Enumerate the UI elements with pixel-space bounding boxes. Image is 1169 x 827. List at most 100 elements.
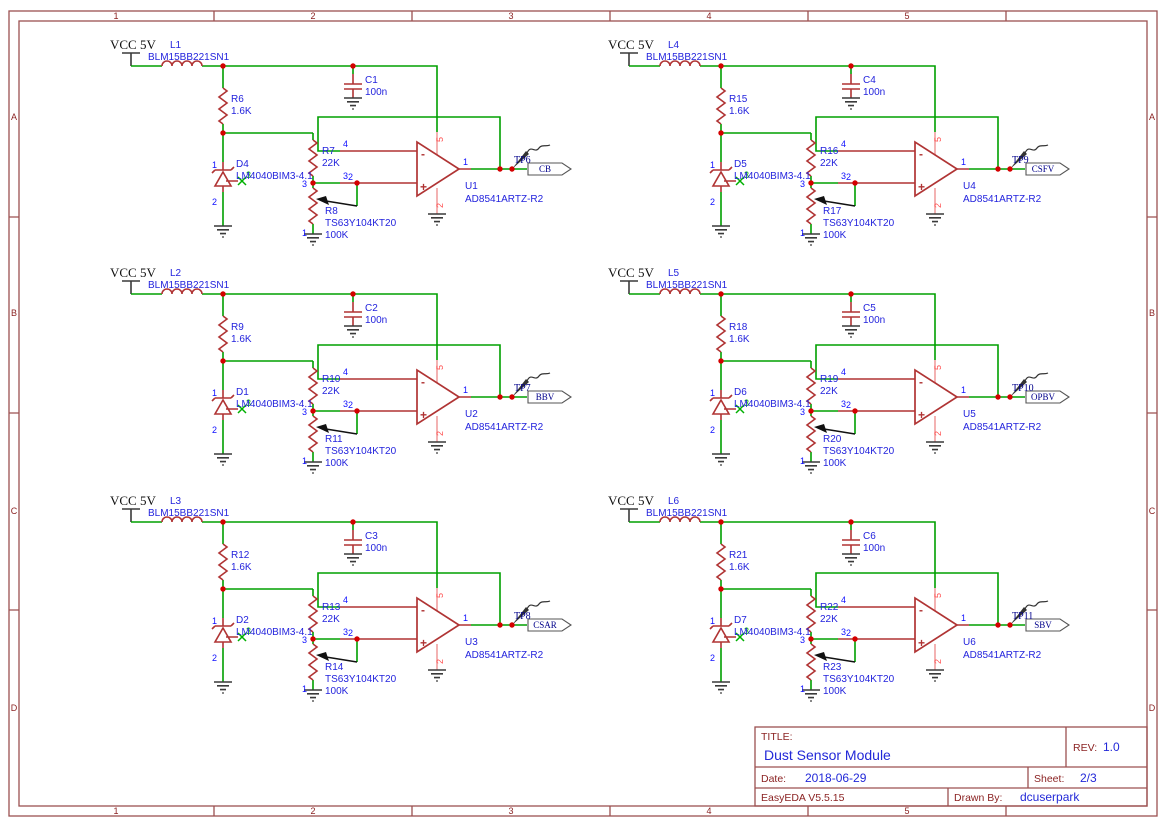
opamp-part-label: AD8541ARTZ-R2: [963, 194, 1042, 205]
opamp-ref-label: U5: [963, 409, 976, 420]
opamp-ref-label: U4: [963, 181, 976, 192]
sheet-frame: 1 2 3 4 5 1 2 3 4 5 A B C D A B C D: [8, 10, 1158, 817]
diode-ref-label: D5: [734, 159, 747, 170]
circuit-block-1[interactable]: L1 BLM15BB221SN1 R6 1.6K D4 LM4040BIM3-4…: [110, 37, 571, 245]
resistor1-value-label: 1.6K: [729, 106, 750, 117]
resistor1-value-label: 1.6K: [729, 562, 750, 573]
frame-col-label: 3: [508, 806, 513, 816]
testpoint-label: TP7: [514, 383, 531, 394]
resistor1-value-label: 1.6K: [231, 562, 252, 573]
diode-ref-label: D6: [734, 387, 747, 398]
title-label: TITLE:: [761, 731, 793, 743]
cap-value-label: 100n: [365, 315, 387, 326]
pot-part-label: TS63Y104KT20: [823, 446, 895, 457]
inductor-part-label: BLM15BB221SN1: [148, 508, 230, 519]
cap-ref-label: C5: [863, 303, 876, 314]
resistor1-ref-label: R12: [231, 550, 250, 561]
diode-part-label: LM4040BIM3-4.1: [236, 399, 313, 410]
resistor2-ref-label: R7: [322, 146, 335, 157]
pot-ref-label: R8: [325, 206, 338, 217]
opamp-ref-label: U2: [465, 409, 478, 420]
frame-row-label: D: [11, 703, 18, 713]
frame-col-label: 3: [508, 11, 513, 21]
cap-ref-label: C6: [863, 531, 876, 542]
testpoint-label: TP9: [1012, 155, 1029, 166]
rev-label: REV:: [1073, 742, 1097, 754]
pot-part-label: TS63Y104KT20: [823, 674, 895, 685]
cap-value-label: 100n: [365, 543, 387, 554]
diode-ref-label: D4: [236, 159, 249, 170]
opamp-part-label: AD8541ARTZ-R2: [963, 650, 1042, 661]
pot-ref-label: R11: [325, 434, 343, 445]
pot-part-label: TS63Y104KT20: [325, 218, 397, 229]
circuit-block-2[interactable]: L4 BLM15BB221SN1 R15 1.6K D5 LM4040BIM3-…: [608, 37, 1069, 245]
circuit-block-3[interactable]: L2 BLM15BB221SN1 R9 1.6K D1 LM4040BIM3-4…: [110, 265, 571, 473]
inductor-ref-label: L6: [668, 496, 680, 507]
cap-value-label: 100n: [863, 315, 885, 326]
circuit-block-5[interactable]: L3 BLM15BB221SN1 R12 1.6K D2 LM4040BIM3-…: [110, 493, 571, 701]
pot-ref-label: R14: [325, 662, 344, 673]
inductor-ref-label: L3: [170, 496, 182, 507]
cap-ref-label: C4: [863, 75, 876, 86]
cap-value-label: 100n: [365, 87, 387, 98]
net-label: CB: [539, 164, 551, 174]
resistor1-value-label: 1.6K: [231, 106, 252, 117]
inductor-part-label: BLM15BB221SN1: [148, 280, 230, 291]
diode-ref-label: D1: [236, 387, 249, 398]
pot-part-label: TS63Y104KT20: [325, 674, 397, 685]
resistor2-value-label: 22K: [322, 386, 340, 397]
diode-part-label: LM4040BIM3-4.1: [734, 171, 811, 182]
drawn-by-value: dcuserpark: [1020, 790, 1080, 804]
title-value: Dust Sensor Module: [764, 747, 891, 763]
pot-value-label: 100K: [823, 230, 847, 241]
cap-value-label: 100n: [863, 543, 885, 554]
diode-part-label: LM4040BIM3-4.1: [236, 627, 313, 638]
resistor2-value-label: 22K: [820, 158, 838, 169]
testpoint-label: TP11: [1012, 611, 1033, 622]
sheet-value: 2/3: [1080, 771, 1097, 785]
resistor2-value-label: 22K: [820, 614, 838, 625]
frame-col-label: 4: [706, 11, 711, 21]
inductor-part-label: BLM15BB221SN1: [646, 52, 728, 63]
frame-row-label: B: [11, 308, 17, 318]
resistor2-ref-label: R22: [820, 602, 839, 613]
frame-dividers: [9, 11, 1157, 816]
diode-ref-label: D2: [236, 615, 249, 626]
resistor2-value-label: 22K: [820, 386, 838, 397]
frame-row-label: D: [1149, 703, 1156, 713]
frame-col-label: 5: [904, 11, 909, 21]
frame-col-label: 5: [904, 806, 909, 816]
circuit-block-6[interactable]: L6 BLM15BB221SN1 R21 1.6K D7 LM4040BIM3-…: [608, 493, 1069, 701]
net-label: SBV: [1034, 620, 1052, 630]
inductor-ref-label: L1: [170, 40, 182, 51]
cap-ref-label: C2: [365, 303, 378, 314]
resistor2-ref-label: R13: [322, 602, 341, 613]
date-value: 2018-06-29: [805, 771, 867, 785]
frame-col-label: 2: [310, 806, 315, 816]
pot-value-label: 100K: [823, 458, 847, 469]
resistor2-ref-label: R10: [322, 374, 341, 385]
frame-col-label: 2: [310, 11, 315, 21]
net-label: OPBV: [1031, 392, 1056, 402]
opamp-part-label: AD8541ARTZ-R2: [465, 650, 544, 661]
frame-col-label: 1: [113, 806, 118, 816]
frame-row-label: B: [1149, 308, 1155, 318]
pot-value-label: 100K: [325, 686, 349, 697]
testpoint-label: TP6: [514, 155, 531, 166]
resistor1-value-label: 1.6K: [231, 334, 252, 345]
frame-row-label: C: [11, 506, 18, 516]
resistor1-ref-label: R9: [231, 322, 244, 333]
frame-col-label: 4: [706, 806, 711, 816]
pot-value-label: 100K: [325, 458, 349, 469]
opamp-part-label: AD8541ARTZ-R2: [465, 422, 544, 433]
rev-value: 1.0: [1103, 740, 1120, 754]
inductor-part-label: BLM15BB221SN1: [646, 508, 728, 519]
inductor-part-label: BLM15BB221SN1: [646, 280, 728, 291]
pot-ref-label: R17: [823, 206, 842, 217]
title-block: TITLE: Dust Sensor Module REV: 1.0 Date:…: [754, 726, 1148, 807]
testpoint-label: TP8: [514, 611, 531, 622]
pot-part-label: TS63Y104KT20: [325, 446, 397, 457]
circuit-block-4[interactable]: L5 BLM15BB221SN1 R18 1.6K D6 LM4040BIM3-…: [608, 265, 1069, 473]
inductor-ref-label: L2: [170, 268, 182, 279]
